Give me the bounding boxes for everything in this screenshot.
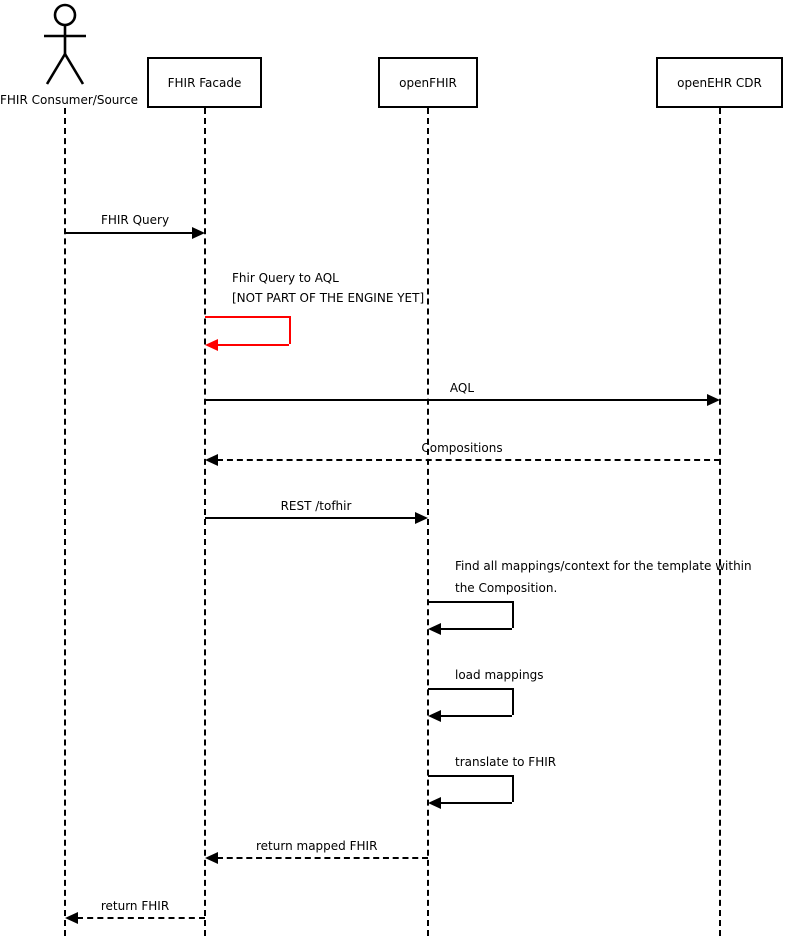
self-message-bottom-line xyxy=(440,715,512,717)
participant-openfhir: openFHIR xyxy=(378,57,478,108)
message-line-fhir-query xyxy=(65,232,193,234)
self-message-bottom-line xyxy=(440,802,512,804)
message-label-return-fhir: return FHIR xyxy=(100,899,170,913)
message-line-return-mapped-fhir xyxy=(217,857,428,859)
participant-fhir-facade: FHIR Facade xyxy=(147,57,262,108)
self-message-bottom-line xyxy=(440,628,512,630)
message-line-compositions xyxy=(217,459,720,461)
arrowhead-left-icon xyxy=(205,852,218,864)
arrowhead-right-icon xyxy=(415,512,428,524)
participant-openfhir-label: openFHIR xyxy=(399,75,457,90)
message-label-load-mappings: load mappings xyxy=(455,668,544,682)
self-message-bottom-line xyxy=(217,344,289,346)
message-label-fhir-query: FHIR Query xyxy=(100,213,170,227)
self-message-side-line xyxy=(512,688,514,715)
message-label-find-mappings-line2: the Composition. xyxy=(455,581,558,595)
lifeline-openehr-cdr xyxy=(719,108,721,936)
arrowhead-right-icon xyxy=(192,227,205,239)
self-message-side-line xyxy=(289,316,291,344)
self-message-side-line xyxy=(512,775,514,802)
message-label-rest-tofhir: REST /tofhir xyxy=(280,499,352,513)
arrowhead-left-icon xyxy=(428,623,441,635)
arrowhead-left-icon xyxy=(428,797,441,809)
self-message-top-line xyxy=(428,688,514,690)
arrowhead-right-icon xyxy=(707,394,720,406)
lifeline-fhir-facade xyxy=(204,108,206,936)
message-note-not-part-of-engine: [NOT PART OF THE ENGINE YET] xyxy=(232,291,425,305)
arrowhead-left-icon xyxy=(65,912,78,924)
self-message-top-line xyxy=(428,775,514,777)
arrowhead-left-icon xyxy=(428,710,441,722)
message-label-fhir-query-to-aql: Fhir Query to AQL xyxy=(232,271,339,285)
lifeline-openfhir xyxy=(427,108,429,936)
self-message-top-line xyxy=(205,316,291,318)
message-label-compositions: Compositions xyxy=(421,441,503,455)
self-message-side-line xyxy=(512,601,514,628)
message-label-return-mapped-fhir: return mapped FHIR xyxy=(256,839,378,853)
message-line-rest-tofhir xyxy=(205,517,416,519)
participant-consumer-label: FHIR Consumer/Source xyxy=(0,93,139,107)
self-message-top-line xyxy=(428,601,514,603)
message-line-return-fhir xyxy=(77,917,205,919)
message-label-find-mappings-line1: Find all mappings/context for the templa… xyxy=(455,559,752,573)
arrowhead-left-icon xyxy=(205,454,218,466)
message-label-translate-to-fhir: translate to FHIR xyxy=(455,755,557,769)
lifeline-consumer xyxy=(64,108,66,936)
actor-stick-figure-icon xyxy=(44,3,86,85)
arrowhead-left-red-icon xyxy=(205,339,218,351)
participant-fhir-facade-label: FHIR Facade xyxy=(167,75,242,90)
participant-openehr-cdr: openEHR CDR xyxy=(656,57,783,108)
message-label-aql: AQL xyxy=(449,381,475,395)
participant-openehr-cdr-label: openEHR CDR xyxy=(677,75,762,90)
message-line-aql xyxy=(205,399,708,401)
